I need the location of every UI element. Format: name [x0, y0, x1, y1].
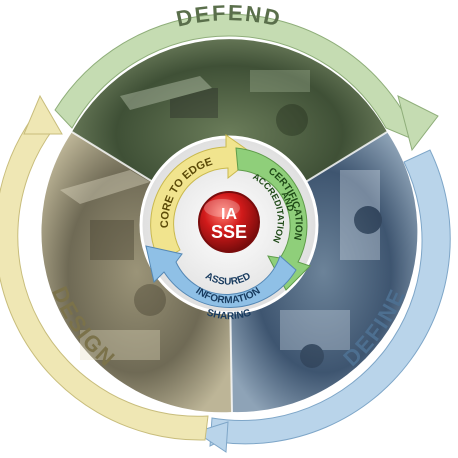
sharing-label: SHARING: [205, 307, 252, 322]
core-to-edge-arrow: [150, 134, 257, 263]
defend-ring-arrowhead: [397, 95, 439, 152]
defend-photo-collage: [72, 39, 387, 229]
outer-ring: [0, 13, 451, 453]
center-line-1: IA: [221, 206, 237, 223]
define-photo-details: [280, 170, 382, 368]
defend-photo-details: [120, 70, 310, 136]
define-ring-arrow: [209, 149, 451, 447]
center-line-2: SSE: [211, 222, 247, 242]
ia-sse-center-badge: IA SSE: [198, 191, 260, 253]
assured-label: ASSURED: [203, 271, 252, 288]
design-photo-details: [60, 170, 166, 360]
inner-ring: [145, 134, 311, 308]
certification-arrow: [235, 147, 311, 291]
assured-sharing-arrow: [145, 245, 297, 308]
design-ring-arrowhead: [23, 94, 63, 135]
